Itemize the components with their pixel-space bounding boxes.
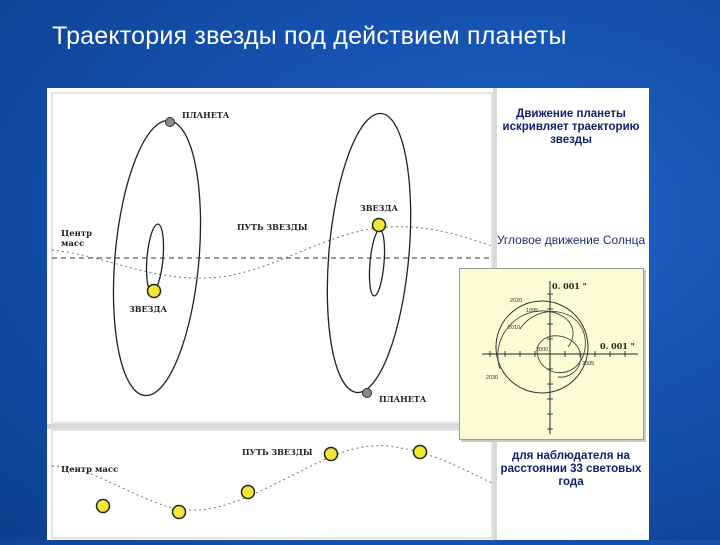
year-label-2000: 2000 [536,347,548,353]
planet-bottom-label: ПЛАНЕТА [379,394,427,404]
observer-note: для наблюдателя на расстоянии 33 световы… [500,450,642,488]
star-path-curve [51,226,493,279]
star-position-4 [323,446,339,462]
trajectory-diagram: ПЛАНЕТА ЗВЕЗДА ЗВЕЗДА ПУТЬ ЗВЕЗДЫ ПЛАНЕТ… [47,88,497,540]
slide-title: Траектория звезды под действием планеты [52,22,567,50]
star-position-3 [240,484,256,500]
star-position-1 [95,498,111,514]
star-position-5 [412,444,428,460]
inset-solar-path [519,311,586,378]
solar-motion-inset: 0. 001 " 0. 001 " 2020 1995 2010 2000 20… [459,268,644,440]
year-label-2005: 2005 [582,361,594,367]
planet-top [165,117,175,127]
planet-bottom [362,388,372,398]
year-label-2010: 2010 [508,325,520,331]
inset-solar-path-2 [497,310,574,370]
panel-divider-horizontal [47,424,493,429]
side-heading: Движение планеты искривляет траекторию з… [502,108,640,146]
bottom-star-path-label: ПУТЬ ЗВЕЗДЫ [242,447,313,457]
star-path-label: ПУТЬ ЗВЕЗДЫ [237,222,308,232]
bottom-center-of-mass-label: Центр масс [61,465,118,475]
year-label-2030: 2030 [486,375,498,381]
planet-orbit-right [326,112,412,394]
solar-motion-plot: 0. 001 " 0. 001 " 2020 1995 2010 2000 20… [482,281,638,434]
year-label-1995: 1995 [526,308,538,314]
planet-top-label: ПЛАНЕТА [182,110,230,120]
star-left [146,283,162,299]
inset-y-axis-label: 0. 001 " [552,281,587,291]
star-trajectory-figure: ПЛАНЕТА ЗВЕЗДА ЗВЕЗДА ПУТЬ ЗВЕЗДЫ ПЛАНЕТ… [47,88,649,540]
star-position-2 [171,504,187,520]
inset-reference-circle [495,300,589,394]
star-left-label: ЗВЕЗДА [129,304,168,314]
star-right-label: ЗВЕЗДА [360,203,399,213]
inset-x-axis-label: 0. 001 " [600,341,635,351]
year-label-2020: 2020 [510,298,522,304]
angular-motion-label: Угловое движение Солнца [496,233,646,247]
star-right [371,217,387,233]
